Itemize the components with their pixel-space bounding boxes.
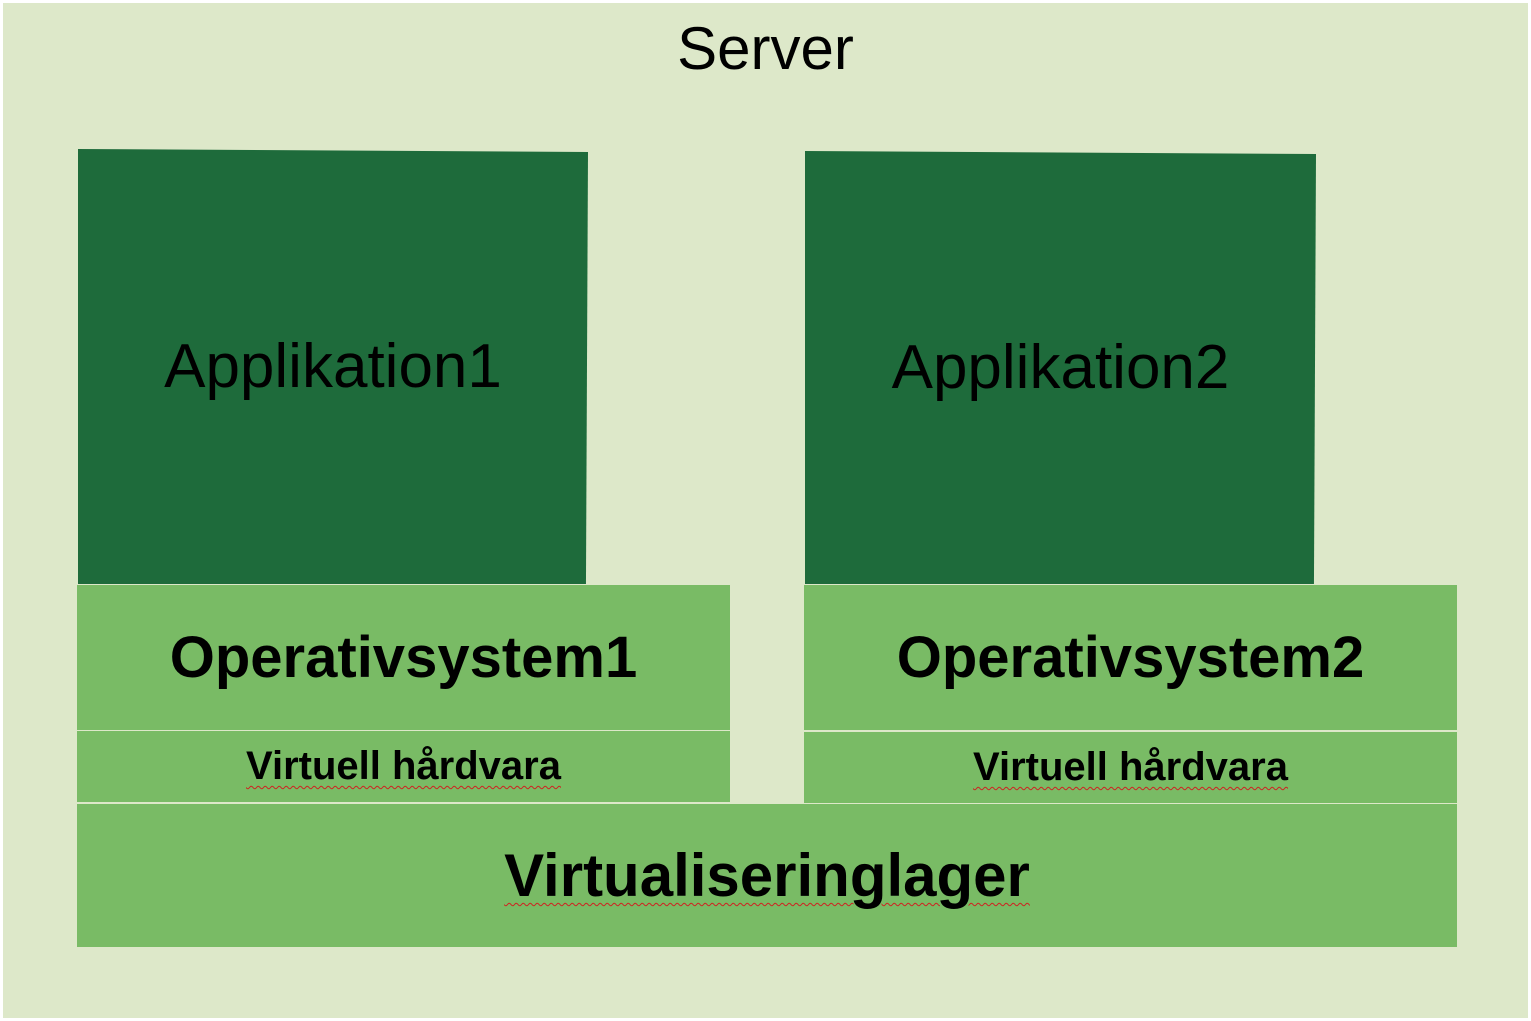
virtual-hardware-1-label: Virtuell hårdvara [246, 744, 561, 788]
operating-system-1-label: Operativsystem1 [169, 625, 638, 690]
operating-system-1-box: Operativsystem1 [77, 585, 730, 730]
application-2-label: Applikation2 [891, 333, 1230, 402]
application-2-box: Applikation2 [805, 151, 1316, 584]
virtual-hardware-2-box: Virtuell hårdvara [804, 732, 1457, 803]
virtual-hardware-2-label: Virtuell hårdvara [973, 745, 1288, 789]
virtualization-layer-label: Virtualiseringlager [504, 842, 1030, 909]
application-1-box: Applikation1 [78, 149, 588, 584]
operating-system-2-label: Operativsystem2 [896, 625, 1365, 690]
virtualization-layer-box: Virtualiseringlager [77, 804, 1457, 947]
virtual-hardware-1-box: Virtuell hårdvara [77, 731, 730, 802]
application-1-label: Applikation1 [164, 332, 502, 401]
server-label: Server [677, 15, 854, 82]
operating-system-2-box: Operativsystem2 [804, 585, 1457, 730]
